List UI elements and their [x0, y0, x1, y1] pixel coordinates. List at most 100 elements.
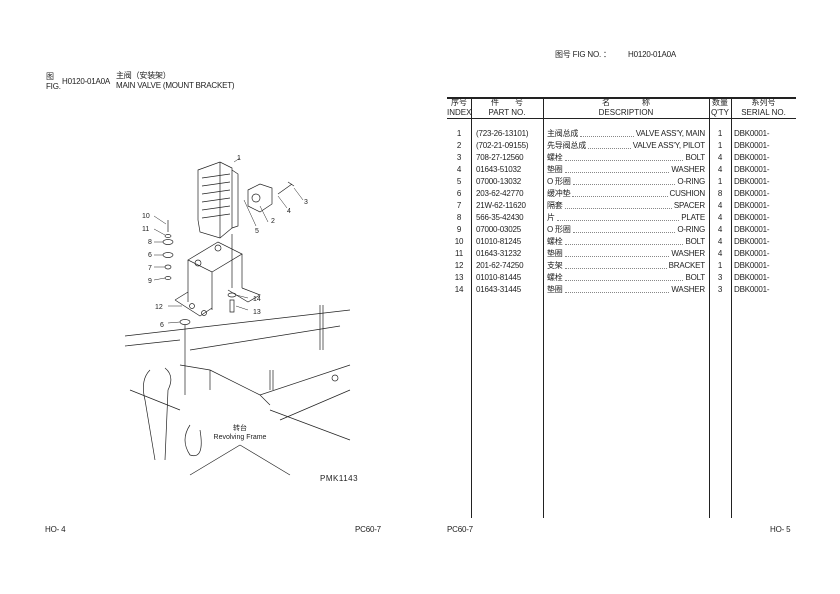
callout-7: 7: [148, 265, 152, 272]
row-qty: 8: [717, 189, 723, 198]
row-desc-cn: 片: [547, 213, 555, 222]
leader-dots: [565, 268, 667, 269]
callout-3: 3: [304, 199, 308, 206]
row-part-no: 566-35-42430: [476, 213, 524, 222]
row-desc-cn: O 形圈: [547, 177, 571, 186]
fig-no-label: 图号 FIG NO. ：: [555, 50, 611, 59]
row-desc-en: VALVE ASS'Y, PILOT: [632, 141, 705, 150]
row-serial: DBK0001-: [734, 261, 770, 270]
table-header-rule: [447, 118, 796, 119]
header-qty-en: Q'TY: [711, 108, 729, 117]
callout-9: 9: [148, 278, 152, 285]
leader-dots: [565, 208, 672, 209]
row-part-no: 01643-31445: [476, 285, 521, 294]
callout-10: 10: [142, 213, 150, 220]
row-serial: DBK0001-: [734, 213, 770, 222]
callout-13: 13: [253, 309, 261, 316]
row-desc-en: O-RING: [677, 225, 705, 234]
fig-label-en: FIG.: [46, 82, 61, 91]
leader-dots: [565, 280, 683, 281]
row-desc-en: VALVE ASS'Y, MAIN: [635, 129, 705, 138]
row-desc-en: WASHER: [671, 249, 705, 258]
header-serial-cn: 系列号: [751, 98, 776, 107]
row-qty: 4: [717, 225, 723, 234]
header-desc-cn: 名 称: [602, 98, 650, 107]
row-desc-en: PLATE: [681, 213, 705, 222]
row-serial: DBK0001-: [734, 249, 770, 258]
column-divider: [543, 97, 544, 518]
fig-label-cn: 图: [46, 72, 54, 81]
row-desc-cn: 缓冲垫: [547, 189, 571, 198]
row-qty: 1: [717, 129, 723, 138]
row-qty: 4: [717, 153, 723, 162]
row-serial: DBK0001-: [734, 177, 770, 186]
leader-dots: [573, 232, 675, 233]
row-serial: DBK0001-: [734, 165, 770, 174]
leader-dots: [580, 136, 634, 137]
row-desc-en: WASHER: [671, 285, 705, 294]
row-index: 2: [456, 141, 462, 150]
row-desc-cn: 垫圈: [547, 249, 563, 258]
row-desc-cn: 垫圈: [547, 285, 563, 294]
row-index: 8: [456, 213, 462, 222]
row-part-no: 01643-31232: [476, 249, 521, 258]
row-part-no: 201-62-74250: [476, 261, 524, 270]
row-qty: 1: [717, 177, 723, 186]
header-serial-en: SERIAL NO.: [741, 108, 786, 117]
row-part-no: 07000-03025: [476, 225, 521, 234]
callout-12: 12: [155, 304, 163, 311]
row-desc-cn: 螺栓: [547, 153, 563, 162]
header-index-cn: 序号: [451, 98, 467, 107]
row-index: 1: [456, 129, 462, 138]
row-index: 6: [456, 189, 462, 198]
row-desc-cn: O 形圈: [547, 225, 571, 234]
table-row: 8 566-35-42430 片 PLATE 4 DBK0001-: [447, 212, 797, 224]
callout-8: 8: [148, 239, 152, 246]
row-desc-en: SPACER: [673, 201, 705, 210]
header-part-cn: 件 号: [491, 98, 523, 107]
row-part-no: (723-26-13101): [476, 129, 529, 138]
exploded-diagram: 1 2 3 4 5 10 11 8 6 7 9 12 14 13 6 转台 Re…: [124, 155, 358, 483]
left-page-number: HO- 4: [45, 525, 66, 534]
callout-1: 1: [237, 155, 241, 162]
row-part-no: 01010-81245: [476, 237, 521, 246]
row-desc-en: BOLT: [685, 237, 705, 246]
row-index: 12: [454, 261, 464, 270]
row-index: 10: [454, 237, 464, 246]
hardware-stack: [162, 220, 237, 395]
row-desc-cn: 主阀总成: [547, 129, 579, 138]
row-desc-cn: 隔套: [547, 201, 563, 210]
row-desc-en: BOLT: [685, 273, 705, 282]
row-qty: 4: [717, 237, 723, 246]
pilot-valve-drawing: [247, 181, 295, 213]
row-index: 7: [456, 201, 462, 210]
row-qty: 1: [717, 141, 723, 150]
leader-dots: [588, 148, 631, 149]
column-divider: [709, 97, 710, 518]
row-desc-cn: 螺栓: [547, 237, 563, 246]
header-desc-en: DESCRIPTION: [598, 108, 654, 117]
callout-14: 14: [253, 296, 261, 303]
row-qty: 4: [717, 165, 723, 174]
leader-dots: [557, 220, 679, 221]
leader-dots: [565, 244, 683, 245]
row-qty: 4: [717, 213, 723, 222]
row-desc-en: O-RING: [677, 177, 705, 186]
callout-11: 11: [142, 226, 149, 233]
row-qty: 4: [717, 249, 723, 258]
frame-label-cn: 转台: [233, 423, 247, 432]
row-qty: 3: [717, 273, 723, 282]
row-serial: DBK0001-: [734, 201, 770, 210]
row-serial: DBK0001-: [734, 273, 770, 282]
